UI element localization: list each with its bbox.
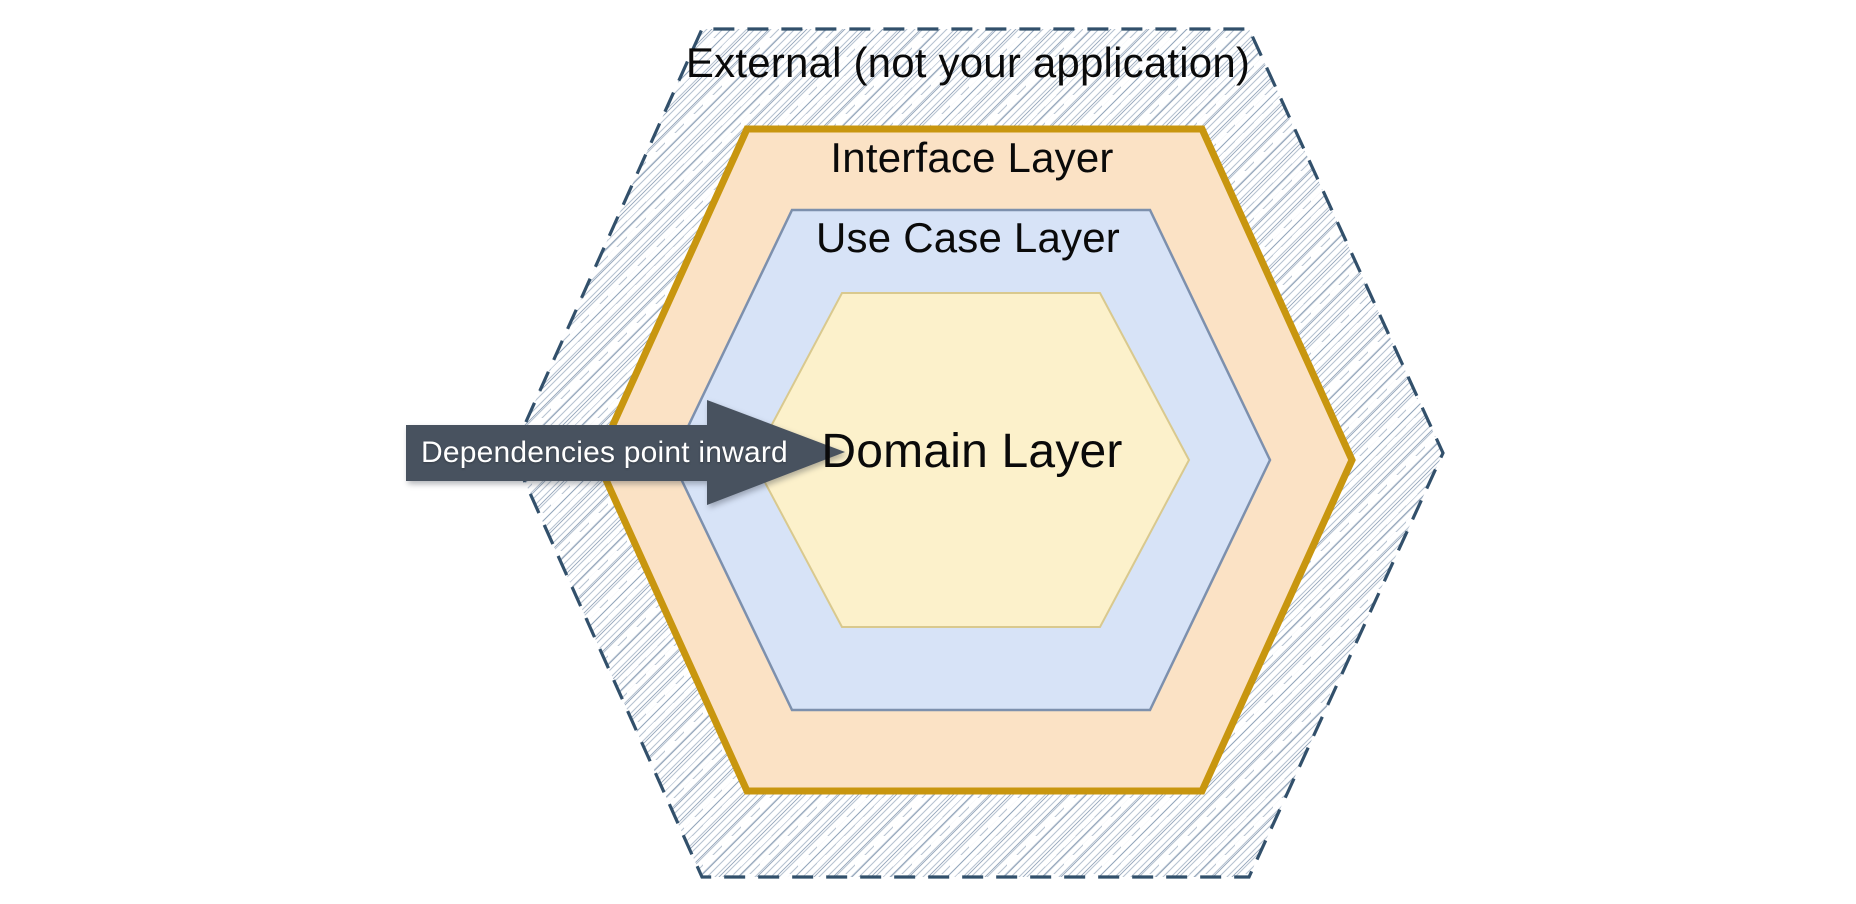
dependencies-arrow: [406, 400, 845, 505]
domain-layer-label: Domain Layer: [821, 425, 1123, 478]
domain-layer-hexagon: [751, 292, 1191, 628]
external-hexagon-dashed-border: [510, 27, 1445, 879]
use-case-layer-label: Use Case Layer: [816, 214, 1120, 261]
external-layer-label: External (not your application): [685, 39, 1251, 86]
dependencies-arrow-label: Dependencies point inward: [421, 436, 788, 469]
interface-layer-label: Interface Layer: [830, 134, 1114, 181]
